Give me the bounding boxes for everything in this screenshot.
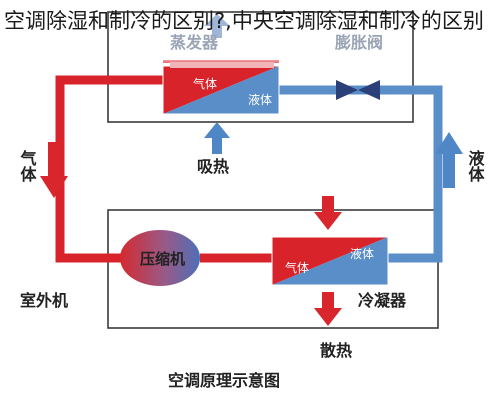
heat-release-arrow (314, 292, 342, 326)
condenser-in-arrow (314, 196, 342, 230)
headline-overlay: 空调除湿和制冷的区别?,中央空调除湿和制冷的区别 (4, 9, 484, 33)
evaporator-heat-label: 吸热 (197, 157, 229, 176)
outdoor-unit-label: 室外机 (20, 291, 68, 310)
condenser (271, 236, 389, 286)
condenser-title: 冷凝器 (358, 291, 407, 310)
outdoor-unit-frame (107, 209, 439, 329)
left-flow-label: 气体 (18, 149, 38, 183)
evaporator-gas-label: 气体 (193, 76, 217, 91)
top-outflow-arrow (204, 14, 230, 38)
condenser-gas-label: 气体 (285, 260, 309, 275)
indoor-unit-frame (107, 11, 414, 123)
heat-absorb-arrow (204, 122, 230, 154)
condenser-heat-label: 散热 (320, 341, 352, 360)
expansion-valve (336, 80, 380, 100)
evaporator-liquid-label: 液体 (248, 92, 272, 107)
expansion-valve-label: 膨胀阀 (335, 33, 383, 52)
compressor-label: 压缩机 (140, 250, 185, 268)
evaporator-title: 蒸发器 (170, 33, 219, 52)
right-up-arrow (435, 132, 463, 188)
right-flow-label: 液体 (466, 149, 485, 183)
compressor (120, 230, 200, 286)
left-down-arrow (40, 142, 68, 198)
diagram-caption: 空调原理示意图 (168, 371, 280, 390)
evaporator (162, 60, 280, 115)
cold-refrigerant-pipe (278, 85, 443, 263)
evaporator-top-bar (170, 62, 274, 68)
condenser-liquid-label: 液体 (350, 246, 374, 261)
